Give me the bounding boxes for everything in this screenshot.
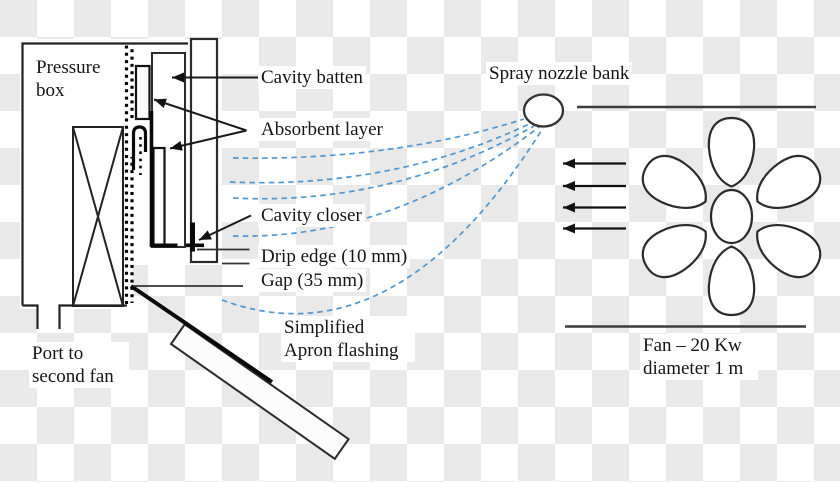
cavity-closer-arrow (198, 214, 252, 241)
label-cavity-closer: Cavity closer (258, 204, 365, 227)
label-fan-spec: Fan – 20 Kw diameter 1 m (640, 334, 758, 380)
label-absorbent-layer: Absorbent layer (258, 118, 386, 141)
label-apron-flashing: Simplified Apron flashing (281, 316, 415, 362)
spray-trajectory-curves (221, 118, 544, 315)
label-port-to-second-fan: Port to second fan (29, 342, 129, 388)
pressure-box-fan-x-brace (72, 126, 124, 307)
membrane-over-flashing-line (129, 284, 274, 384)
absorbent-upper-arrow (153, 98, 247, 132)
apron-flashing-plate (169, 322, 350, 461)
paper-patch-pressure-box (20, 265, 133, 309)
label-pressure-box: Pressure box (33, 56, 119, 102)
label-gap: Gap (35 mm) (258, 269, 367, 292)
absorbent-layer-upper-strip (134, 64, 151, 121)
underlay-drainage-hook (131, 125, 148, 170)
cladding-board (189, 37, 219, 264)
label-spray-nozzle-bank: Spray nozzle bank (486, 62, 633, 85)
spray-nozzle-icon (522, 93, 565, 128)
absorbent-layer-lower-strip (152, 146, 166, 247)
dimension-leader-lines (133, 248, 250, 287)
fan-rotor-icon (641, 116, 822, 317)
annotation-arrows (153, 72, 258, 241)
label-drip-edge: Drip edge (10 mm) (258, 245, 411, 268)
airflow-arrows (563, 158, 626, 234)
label-cavity-batten: Cavity batten (258, 66, 366, 89)
absorbent-lower-arrow (169, 129, 247, 151)
wall-underlay-dotted-line (124, 45, 142, 305)
